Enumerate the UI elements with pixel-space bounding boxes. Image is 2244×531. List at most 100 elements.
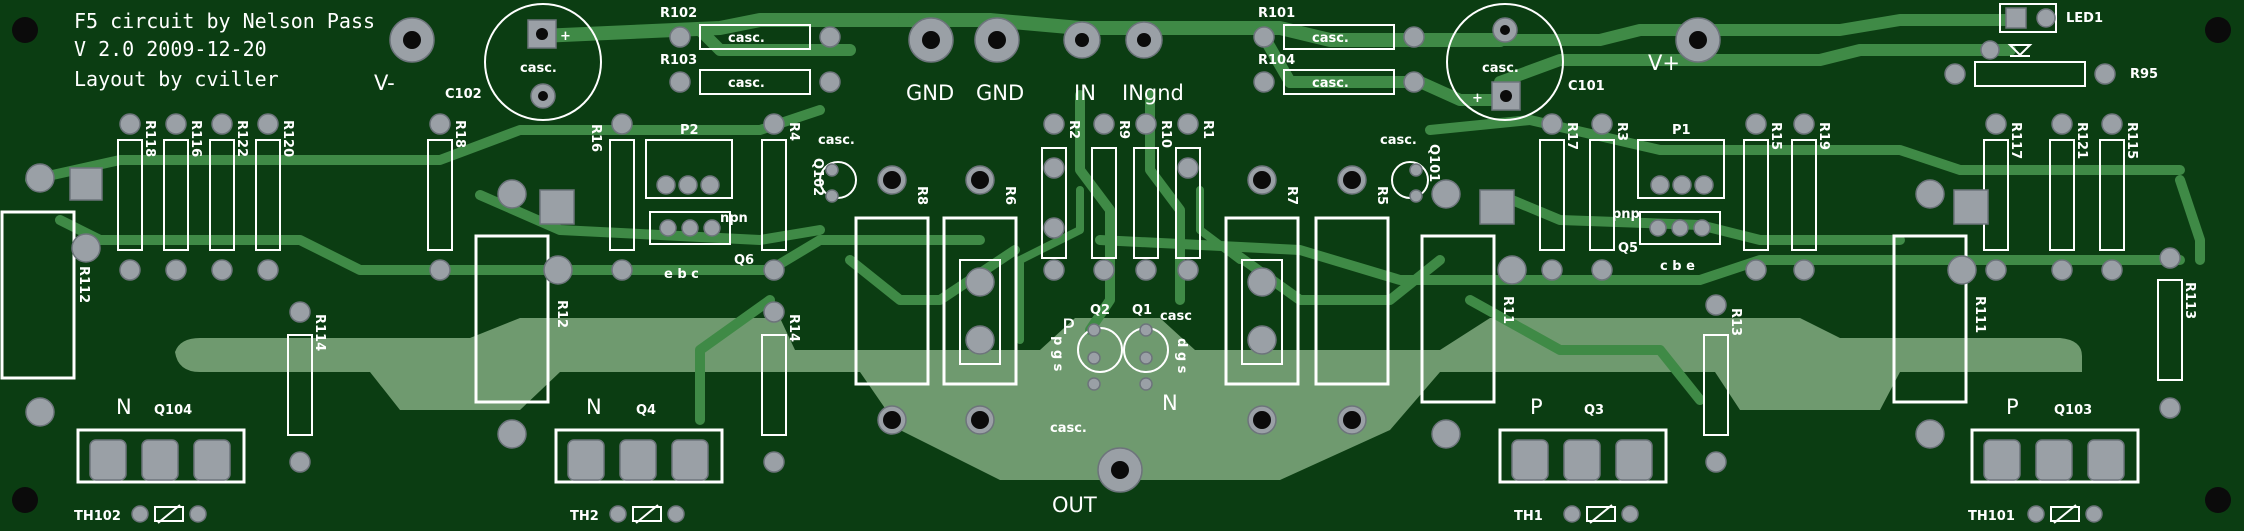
mounting-holes — [12, 17, 2231, 513]
mounting-hole — [12, 487, 38, 513]
svg-text:R111: R111 — [1972, 296, 1987, 333]
svg-text:R16: R16 — [588, 124, 603, 152]
svg-text:R13: R13 — [1728, 308, 1743, 336]
svg-text:N: N — [1162, 391, 1178, 415]
input-connectors: GND GND IN INgnd — [906, 17, 1184, 105]
svg-text:casc: casc — [1160, 309, 1192, 324]
svg-text:TH101: TH101 — [1968, 509, 2015, 524]
transistor-q5: c b e pnp Q5 — [1612, 207, 1721, 274]
svg-text:Q5: Q5 — [1618, 241, 1638, 256]
ingnd-label: INgnd — [1122, 81, 1184, 105]
c101-label: C101 — [1568, 79, 1605, 94]
capacitor-c102: + casc. C102 — [445, 3, 602, 121]
svg-text:R115: R115 — [2124, 122, 2139, 159]
svg-text:casc.: casc. — [1380, 133, 1417, 148]
resistor-r18: R18 — [427, 113, 467, 281]
svg-text:N: N — [116, 395, 132, 419]
svg-text:R7: R7 — [1284, 186, 1299, 205]
out-label: OUT — [1052, 493, 1097, 517]
svg-text:R95: R95 — [2130, 67, 2158, 82]
power-pads — [883, 171, 1361, 429]
resistor-r122: R122 — [209, 113, 249, 281]
svg-text:Q102: Q102 — [810, 158, 825, 196]
rail-vminus: V- — [374, 17, 435, 95]
svg-text:P1: P1 — [1672, 123, 1691, 138]
transistor-q4: N Q4 — [554, 395, 724, 484]
svg-text:casc.: casc. — [520, 61, 557, 76]
trimmer-p2: P2 — [645, 123, 733, 199]
svg-text:R116: R116 — [188, 120, 203, 157]
title-line-3: Layout by cviller — [74, 67, 279, 91]
resistor-r112: R112 — [0, 163, 103, 427]
svg-text:casc.: casc. — [818, 133, 855, 148]
resistor-r115: R115 — [2099, 113, 2139, 281]
resistor-r17: R17 — [1539, 113, 1579, 281]
svg-text:c b e: c b e — [1660, 259, 1695, 274]
transistor-q101: casc. Q101 — [1380, 133, 1441, 203]
svg-text:Q2: Q2 — [1090, 303, 1110, 318]
svg-text:TH2: TH2 — [570, 509, 599, 524]
svg-text:R114: R114 — [312, 314, 327, 351]
thermistor-th101: TH101 — [1968, 504, 2103, 524]
svg-text:R113: R113 — [2182, 282, 2197, 319]
svg-text:N: N — [586, 395, 602, 419]
resistor-r8: R8 — [854, 165, 930, 435]
mounting-hole — [12, 17, 38, 43]
svg-text:+: + — [1472, 91, 1483, 106]
resistor-r95: R95 — [1944, 61, 2158, 87]
svg-text:R112: R112 — [76, 266, 91, 303]
vertical-resistors-center: R2 R9 R10 R1 — [1041, 113, 1215, 281]
vplus-label: V+ — [1648, 51, 1680, 75]
svg-text:R4: R4 — [786, 122, 801, 141]
resistor-r12: R12 — [474, 179, 575, 449]
svg-text:casc.: casc. — [1482, 61, 1519, 76]
svg-text:R3: R3 — [1614, 122, 1629, 141]
svg-text:R118: R118 — [142, 120, 157, 157]
svg-text:npn: npn — [720, 211, 748, 226]
svg-text:Q103: Q103 — [2054, 403, 2092, 418]
svg-text:R9: R9 — [1116, 120, 1131, 139]
svg-text:R8: R8 — [914, 186, 929, 205]
svg-text:R117: R117 — [2008, 122, 2023, 159]
svg-text:R14: R14 — [786, 314, 801, 342]
svg-text:R121: R121 — [2074, 122, 2089, 159]
thermistor-th2: TH2 — [570, 504, 685, 524]
svg-text:d g s: d g s — [1174, 338, 1189, 374]
svg-text:R101: R101 — [1258, 6, 1295, 21]
resistor-r3: R3 — [1589, 113, 1629, 281]
svg-text:Q4: Q4 — [636, 403, 656, 418]
resistor-r4: R4 — [761, 113, 801, 281]
resistor-r13: R13 — [1703, 294, 1743, 473]
transistor-q3: P Q3 — [1498, 395, 1668, 484]
svg-text:R2: R2 — [1066, 120, 1081, 139]
resistor-r114: R114 — [287, 301, 327, 473]
capacitor-c101: + casc. C101 — [1446, 3, 1605, 121]
title-line-1: F5 circuit by Nelson Pass — [74, 9, 375, 33]
svg-text:LED1: LED1 — [2066, 11, 2103, 26]
title-line-2: V 2.0 2009-12-20 — [74, 37, 267, 61]
in-label: IN — [1074, 81, 1096, 105]
vertical-resistors-lower: R114 R14 R13 R113 — [287, 247, 2197, 473]
vertical-resistors-right: R17 R3 R15 R19 R117 R121 R115 — [1539, 113, 2139, 281]
resistor-r16: R16 — [588, 113, 635, 281]
svg-text:e b c: e b c — [664, 267, 699, 282]
resistor-r10: R10 — [1133, 113, 1173, 281]
out-terminal: OUT — [1052, 447, 1143, 517]
resistor-r113: R113 — [2157, 247, 2197, 419]
svg-text:R122: R122 — [234, 120, 249, 157]
svg-text:P: P — [1062, 315, 1075, 339]
resistor-r19: R19 — [1791, 113, 1831, 281]
svg-text:pnp: pnp — [1612, 207, 1640, 222]
svg-text:R6: R6 — [1002, 186, 1017, 205]
svg-text:R5: R5 — [1374, 186, 1389, 205]
svg-text:P: P — [2006, 395, 2019, 419]
svg-text:Q6: Q6 — [734, 253, 754, 268]
svg-text:P: P — [1530, 395, 1543, 419]
svg-text:R102: R102 — [660, 6, 697, 21]
svg-text:casc.: casc. — [728, 76, 765, 91]
resistor-r121: R121 — [2049, 113, 2089, 281]
svg-text:casc.: casc. — [1312, 76, 1349, 91]
resistor-r11: R11 — [1420, 179, 1527, 449]
resistor-r1: R1 — [1175, 113, 1215, 281]
